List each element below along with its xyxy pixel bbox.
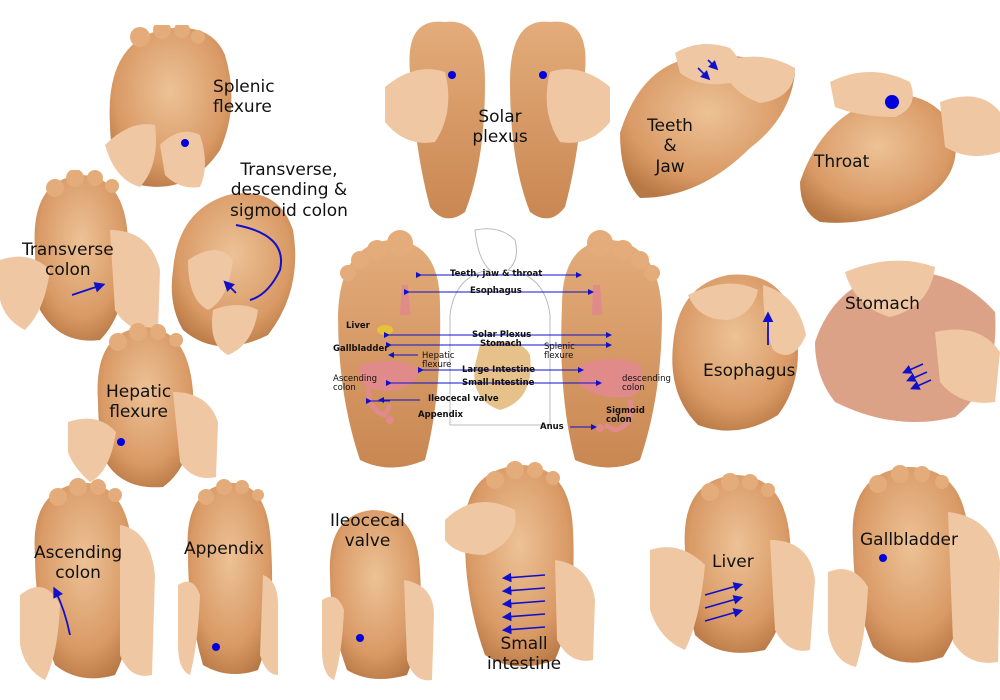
panel-hepatic-flexure: Hepatic flexure (68, 322, 218, 490)
panel-throat: Throat (800, 62, 1000, 227)
label-gallbladder: Gallbladder (860, 530, 958, 550)
panel-stomach: Stomach (815, 252, 1000, 432)
panel-liver: Liver (650, 470, 815, 660)
center-label-descending-colon: descending colon (622, 374, 671, 393)
foot-photo-gallbladder (828, 465, 1000, 667)
center-label-anus: Anus (540, 422, 564, 432)
pressure-point-icon (117, 438, 125, 446)
center-label-splenic-flexure: Splenic flexure (544, 342, 575, 361)
foot-photo-ascending-colon (20, 478, 155, 680)
center-label-liver: Liver (346, 321, 370, 331)
center-map-drawing (338, 228, 662, 468)
label-esophagus: Esophagus (703, 361, 796, 381)
label-solar-plexus: Solar plexus (472, 107, 528, 148)
panel-ascending-colon: Ascending colon (20, 475, 155, 685)
pressure-point-icon (885, 95, 899, 109)
foot-photo-liver (650, 473, 815, 653)
foot-photo-small-intestine (445, 461, 595, 667)
center-label-ileocecal-valve: Ileocecal valve (428, 394, 499, 404)
pressure-point-icon (212, 643, 220, 651)
panel-solar-plexus: Solar plexus (385, 12, 610, 222)
feet-photo-solar-plexus (385, 21, 610, 219)
panel-gallbladder: Gallbladder (828, 462, 1000, 672)
label-appendix: Appendix (184, 539, 265, 559)
center-label-hepatic-flexure: Hepatic flexure (422, 351, 455, 370)
panel-transverse-descending-sigmoid: Transverse, descending & sigmoid colon (168, 160, 368, 360)
center-label-teeth-jaw-throat: Teeth, jaw & throat (450, 269, 543, 279)
foot-photo-teeth-jaw (620, 44, 795, 198)
label-small-intestine: Small intestine (487, 634, 562, 675)
foot-photo-transverse-descending-sigmoid (171, 193, 296, 355)
pressure-point-icon (448, 71, 456, 79)
center-label-solar-plexus: Solar Plexus (472, 330, 532, 340)
label-splenic-flexure: Splenic flexure (213, 77, 275, 118)
panel-esophagus: Esophagus (668, 265, 810, 435)
panel-splenic-flexure: Splenic flexure (100, 25, 310, 190)
center-label-stomach: Stomach (480, 339, 522, 349)
pressure-point-icon (539, 71, 547, 79)
pressure-point-icon (356, 634, 364, 642)
foot-photo-appendix (178, 479, 278, 675)
label-stomach: Stomach (845, 294, 920, 314)
center-label-sigmoid-colon: Sigmoid colon (606, 406, 645, 425)
label-hepatic-flexure: Hepatic flexure (106, 382, 172, 423)
foot-photo-hepatic-flexure (68, 323, 218, 488)
center-label-gallbladder: Gallbladder (333, 344, 389, 354)
foot-photo-throat (800, 72, 1000, 223)
foot-photo-ileocecal-valve (322, 510, 434, 681)
panel-transverse-colon: Transverse colon (0, 170, 160, 345)
foot-photo-esophagus (672, 274, 806, 431)
foot-photo-transverse-colon (0, 170, 160, 341)
label-liver: Liver (712, 552, 754, 572)
label-teeth-jaw: Teeth & Jaw (647, 116, 693, 177)
panel-teeth-jaw: Teeth & Jaw (620, 38, 800, 198)
label-throat: Throat (814, 152, 870, 172)
label-transverse-colon: Transverse colon (22, 240, 114, 281)
label-transverse-descending-sigmoid: Transverse, descending & sigmoid colon (230, 160, 348, 221)
pressure-point-icon (879, 554, 887, 562)
center-label-appendix: Appendix (418, 410, 464, 420)
center-reflexology-map: Teeth, jaw & throat Esophagus Liver Gall… (330, 225, 671, 475)
label-ileocecal-valve: Ileocecal valve (330, 511, 405, 552)
label-ascending-colon: Ascending colon (34, 543, 123, 584)
center-label-small-intestine: Small Intestine (462, 378, 535, 388)
panel-ileocecal-valve: Ileocecal valve (322, 505, 434, 685)
center-label-ascending-colon: Ascending colon (333, 374, 378, 393)
pressure-point-icon (181, 139, 189, 147)
center-label-large-intestine: Large Intestine (462, 365, 536, 375)
panel-appendix: Appendix (178, 475, 278, 680)
panel-small-intestine: Small intestine (445, 460, 595, 685)
center-label-esophagus: Esophagus (470, 286, 522, 296)
foot-photo-splenic-flexure (105, 25, 232, 188)
foot-photo-stomach (815, 260, 1000, 422)
